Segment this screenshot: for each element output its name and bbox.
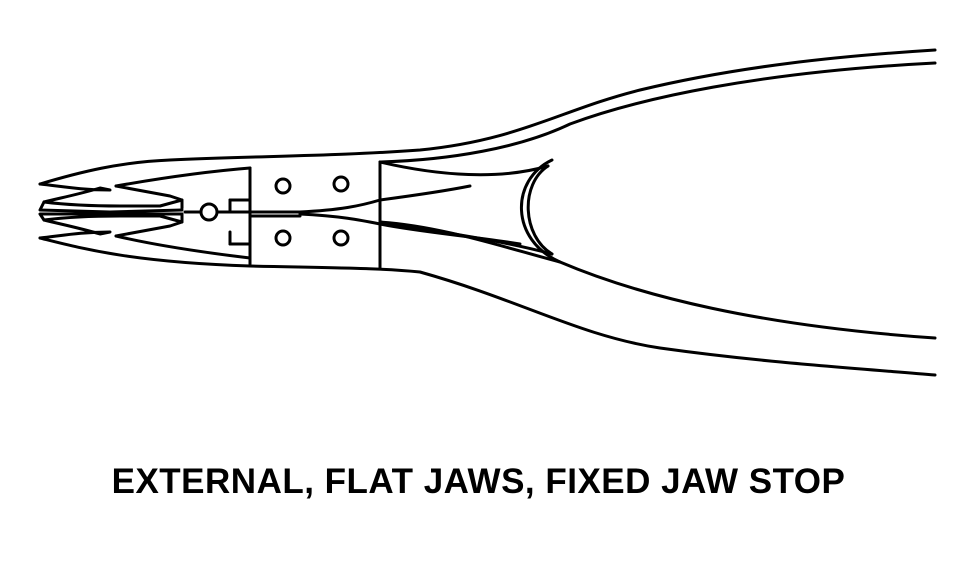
lower-jaw-tip <box>38 212 184 222</box>
lower-jaw-outline <box>38 214 184 240</box>
upper-handle-outer-edge <box>38 48 937 186</box>
lower-handle-inner-edge <box>378 220 937 340</box>
upper-jaw-to-box-line <box>114 166 252 188</box>
upper-handle-inner-edge <box>378 61 937 164</box>
upper-jaw-outline <box>38 182 184 208</box>
rivet-upper-left-icon <box>274 177 292 195</box>
rivet-lower-right-icon <box>332 229 350 247</box>
rivet-upper-right-icon <box>332 175 350 193</box>
figure-caption: EXTERNAL, FLAT JAWS, FIXED JAW STOP <box>111 462 846 501</box>
lower-jaw-inner-notch <box>114 212 184 238</box>
jaw-stop-spring-inner <box>526 164 554 256</box>
upper-jaw-inner-notch <box>114 184 184 210</box>
upper-inner-converge-line <box>378 160 550 177</box>
center-converge-line-bottom <box>298 212 522 246</box>
lower-jaw-to-box-line <box>114 234 252 260</box>
center-converge-line-top <box>298 184 472 214</box>
upper-jaw-tip <box>38 200 184 214</box>
rivet-lower-left-icon <box>274 229 292 247</box>
lower-handle-outer-edge <box>38 236 937 377</box>
jaw-pivot-icon <box>199 202 219 222</box>
